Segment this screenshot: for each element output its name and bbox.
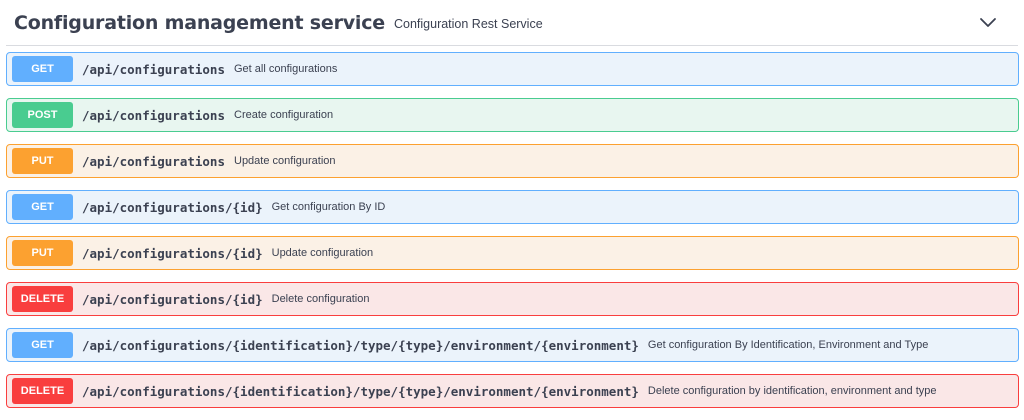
method-badge: DELETE [12, 378, 73, 404]
operation-path: /api/configurations/{id} [82, 291, 263, 307]
tag-title[interactable]: Configuration management service [14, 11, 385, 34]
operation-path: /api/configurations [82, 107, 225, 123]
method-badge: GET [12, 332, 73, 358]
operation-summary: Delete configuration by identification, … [647, 385, 937, 397]
operation-summary: Delete configuration [271, 293, 370, 305]
operation-delete-configuration-by-id[interactable]: DELETE /api/configurations/{id} Delete c… [6, 282, 1019, 316]
operation-summary: Update configuration [271, 247, 374, 259]
operation-put-configuration-by-id[interactable]: PUT /api/configurations/{id} Update conf… [6, 236, 1019, 270]
operation-get-configuration-by-id[interactable]: GET /api/configurations/{id} Get configu… [6, 190, 1019, 224]
operation-summary: Update configuration [234, 155, 336, 167]
tag-header[interactable]: Configuration management service Configu… [6, 0, 1018, 46]
method-badge: PUT [12, 148, 73, 174]
operation-put-configurations[interactable]: PUT /api/configurations Update configura… [6, 144, 1019, 178]
operation-path: /api/configurations [82, 61, 225, 77]
operation-path: /api/configurations [82, 153, 225, 169]
operations-list: GET /api/configurations Get all configur… [0, 46, 1024, 408]
operation-summary: Get configuration By Identification, Env… [647, 339, 929, 351]
operation-path: /api/configurations/{id} [82, 245, 263, 261]
method-badge: DELETE [12, 286, 73, 312]
operation-summary: Get configuration By ID [271, 201, 386, 213]
chevron-down-icon[interactable] [978, 12, 998, 32]
operation-path: /api/configurations/{identification}/typ… [82, 383, 639, 399]
operation-summary: Create configuration [234, 109, 334, 121]
tag-description: Configuration Rest Service [393, 16, 543, 31]
operation-path: /api/configurations/{identification}/typ… [82, 337, 639, 353]
method-badge: GET [12, 194, 73, 220]
method-badge: POST [12, 102, 73, 128]
operation-get-configuration-by-identification[interactable]: GET /api/configurations/{identification}… [6, 328, 1019, 362]
operation-get-configurations[interactable]: GET /api/configurations Get all configur… [6, 52, 1019, 86]
operation-path: /api/configurations/{id} [82, 199, 263, 215]
method-badge: PUT [12, 240, 73, 266]
method-badge: GET [12, 56, 73, 82]
operation-delete-configuration-by-identification[interactable]: DELETE /api/configurations/{identificati… [6, 374, 1019, 408]
operation-post-configurations[interactable]: POST /api/configurations Create configur… [6, 98, 1019, 132]
operation-summary: Get all configurations [234, 63, 338, 75]
